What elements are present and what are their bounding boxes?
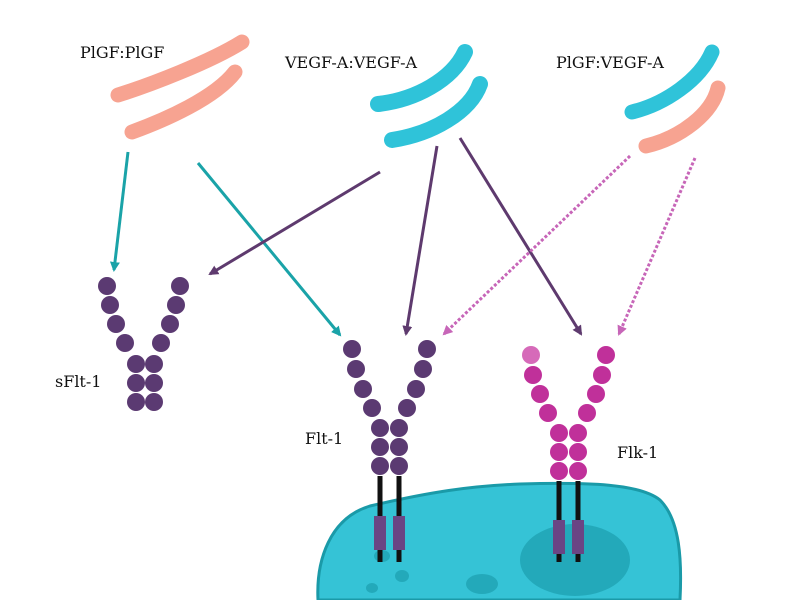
- plgf-vegfa-heterodimer: [624, 44, 726, 154]
- arrow-vegfa-to-flt1: [402, 145, 439, 336]
- label-plgf-homodimer: PlGF:PlGF: [80, 43, 164, 62]
- cell: [316, 481, 683, 600]
- arrow-vegfa-to-flk1: [458, 137, 583, 336]
- sflt1-receptor: [98, 277, 189, 411]
- flk1-kinase-domain: [572, 520, 584, 554]
- flt1-kinase-domain: [393, 516, 405, 550]
- label-vegfa-homodimer: VEGF-A:VEGF-A: [284, 53, 418, 72]
- flk1-receptor: [522, 346, 615, 562]
- flt1-receptor: [343, 340, 436, 562]
- cell-nucleus: [520, 524, 630, 596]
- arrow-vegfa-to-sflt1: [208, 170, 381, 276]
- label-flt1: Flt-1: [305, 429, 343, 448]
- cell-organelle: [466, 574, 498, 594]
- plgf-homodimer: [110, 34, 250, 140]
- cell-organelle: [395, 570, 409, 582]
- arrow-hetero-to-flt1: [442, 154, 632, 336]
- cell-organelle: [366, 583, 378, 593]
- label-heterodimer: PlGF:VEGF-A: [556, 53, 664, 72]
- label-flk1: Flk-1: [617, 443, 658, 462]
- arrow-hetero-to-flk1: [617, 157, 697, 336]
- flk1-kinase-domain: [553, 520, 565, 554]
- arrow-plgf-to-sflt1: [109, 151, 130, 272]
- binding-arrows: [109, 137, 697, 337]
- label-sflt1: sFlt-1: [55, 372, 101, 391]
- flt1-kinase-domain: [374, 516, 386, 550]
- vegfa-homodimer: [370, 44, 488, 148]
- cell-membrane: [316, 481, 683, 600]
- arrow-plgf-to-flt1: [196, 162, 342, 337]
